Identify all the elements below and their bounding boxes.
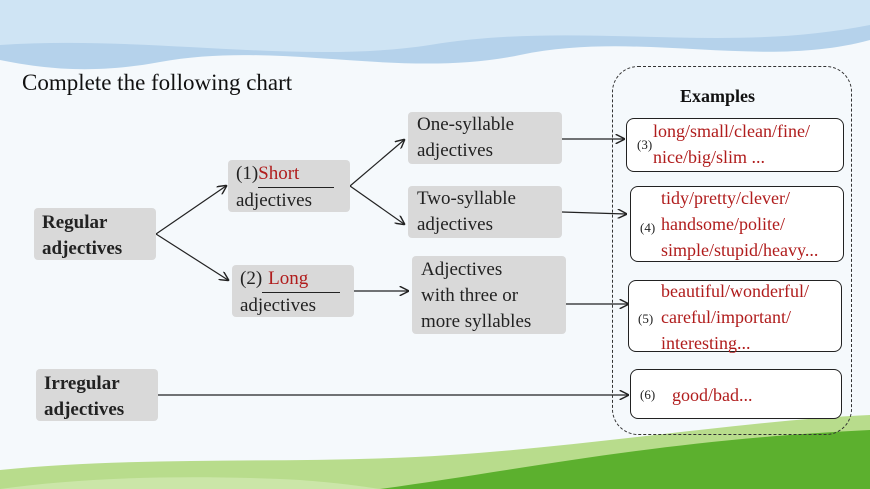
irregular-line1: Irregular [44, 373, 120, 394]
example-4-line2: handsome/polite/ [661, 214, 785, 234]
example-text-3: long/small/clean/fine/ nice/big/slim ... [653, 118, 810, 170]
irregular-adjectives-box: Irregular adjectives [36, 369, 158, 421]
two-syllable-line1: Two-syllable [417, 188, 516, 209]
arrow-short-to-two [349, 185, 404, 224]
three-syllable-line1: Adjectives [421, 259, 503, 280]
example-number-6: (6) [640, 387, 656, 402]
one-syllable-box: One-syllable adjectives [408, 112, 562, 164]
one-syllable-line2: adjectives [417, 140, 493, 161]
example-box-5 [628, 280, 842, 352]
example-number-4: (4) [640, 220, 656, 235]
arrow-short-to-one [349, 140, 404, 187]
three-syllable-box: Adjectives with three or more syllables [412, 256, 566, 334]
example-text-5: beautiful/wonderful/ careful/important/ … [661, 278, 809, 356]
grass-hill-near [380, 430, 870, 489]
example-4-line3: simple/stupid/heavy... [661, 240, 819, 260]
arrow-regular-to-long [155, 233, 228, 280]
long-adjectives-box: (2)Long adjectives [232, 265, 354, 317]
short-label: adjectives [236, 190, 312, 211]
example-5-line1: beautiful/wonderful/ [661, 281, 809, 301]
grass-hill-left [0, 477, 380, 489]
example-6-line1: good/bad... [672, 385, 753, 405]
short-number: (1) [236, 163, 259, 184]
example-number-5: (5) [638, 311, 654, 326]
examples-title: Examples [680, 86, 756, 106]
example-box-4 [630, 186, 844, 262]
arrow-regular-to-short [155, 186, 226, 235]
short-answer: Short [258, 163, 300, 184]
three-syllable-line2: with three or [421, 285, 519, 306]
example-box-6 [630, 369, 842, 419]
example-number-3: (3) [637, 137, 653, 152]
example-3-line2: nice/big/slim ... [653, 147, 765, 167]
two-syllable-line2: adjectives [417, 214, 493, 235]
example-5-line3: interesting... [661, 333, 751, 353]
example-text-6: good/bad... [672, 382, 753, 408]
regular-line2: adjectives [42, 238, 123, 259]
two-syllable-box: Two-syllable adjectives [408, 186, 562, 238]
sky-wave-light [0, 0, 870, 53]
one-syllable-line1: One-syllable [417, 114, 515, 135]
short-adjectives-box: (1)Short adjectives [228, 160, 350, 212]
regular-adjectives-box: Regular adjectives [34, 208, 156, 260]
long-answer: Long [268, 268, 309, 289]
arrow-two-to-ex4 [561, 212, 626, 214]
regular-line1: Regular [42, 212, 108, 233]
three-syllable-line3: more syllables [421, 311, 532, 332]
examples-frame [612, 66, 852, 435]
page-title: Complete the following chart [22, 70, 293, 95]
example-3-line1: long/small/clean/fine/ [653, 121, 810, 141]
example-box-3 [626, 118, 844, 172]
example-text-4: tidy/pretty/clever/ handsome/polite/ sim… [661, 185, 847, 263]
long-number: (2) [240, 268, 263, 289]
long-label: adjectives [240, 295, 316, 316]
irregular-line2: adjectives [44, 399, 125, 420]
example-4-line1: tidy/pretty/clever/ [661, 188, 790, 208]
example-5-line2: careful/important/ [661, 307, 791, 327]
